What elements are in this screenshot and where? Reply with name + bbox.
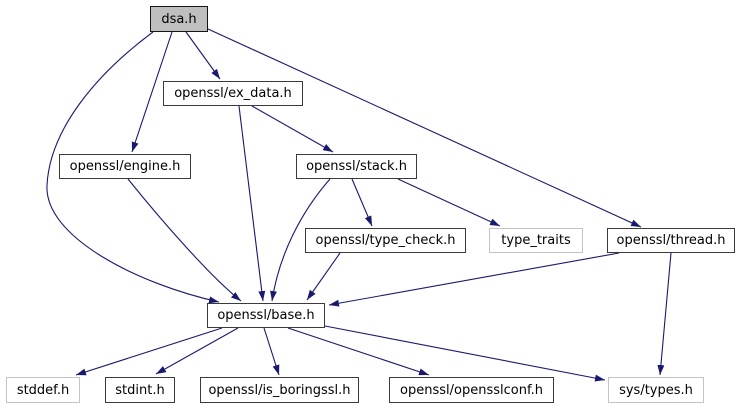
node-label: openssl/engine.h xyxy=(69,159,181,174)
node-openssl-stack-h[interactable]: openssl/stack.h xyxy=(296,154,417,179)
node-label: openssl/ex_data.h xyxy=(174,86,292,101)
edge-base-to-stddef xyxy=(75,327,223,376)
edge-thread-to-base xyxy=(328,252,620,307)
node-type-traits: type_traits xyxy=(489,228,583,253)
edge-base-to-opensslconf xyxy=(287,327,430,376)
node-label: sys/types.h xyxy=(619,382,693,398)
node-label: type_traits xyxy=(501,233,571,248)
node-label: openssl/thread.h xyxy=(616,233,726,248)
edge-ex-data-to-stack xyxy=(251,105,334,153)
node-openssl-opensslconf-h[interactable]: openssl/opensslconf.h xyxy=(389,377,554,403)
node-label: openssl/is_boringssl.h xyxy=(208,382,351,398)
node-openssl-base-h[interactable]: openssl/base.h xyxy=(207,303,325,328)
node-stdint-h[interactable]: stdint.h xyxy=(105,377,175,403)
node-label: openssl/stack.h xyxy=(306,159,407,174)
node-label: openssl/opensslconf.h xyxy=(400,382,543,398)
node-openssl-ex-data-h[interactable]: openssl/ex_data.h xyxy=(163,81,303,106)
edge-thread-to-sys-types xyxy=(657,252,672,376)
node-label: openssl/type_check.h xyxy=(315,233,456,248)
node-stddef-h: stddef.h xyxy=(6,377,80,403)
edge-dsa-to-engine xyxy=(131,31,173,153)
edge-dsa-to-ex-data xyxy=(185,31,221,80)
edge-stack-to-type-check xyxy=(351,178,373,227)
edge-base-to-stdint xyxy=(155,327,239,375)
node-label: dsa.h xyxy=(161,11,197,27)
node-label: openssl/base.h xyxy=(217,308,315,323)
node-openssl-is-boringssl-h[interactable]: openssl/is_boringssl.h xyxy=(200,377,359,403)
edge-stack-to-base xyxy=(270,178,331,302)
edge-engine-to-base xyxy=(127,178,242,302)
edge-base-to-is-boringssl xyxy=(263,327,280,376)
edge-ex-data-to-base xyxy=(238,105,266,302)
node-sys-types-h: sys/types.h xyxy=(608,377,704,403)
node-openssl-engine-h[interactable]: openssl/engine.h xyxy=(59,154,191,179)
edge-type-check-to-base xyxy=(306,252,341,301)
node-label: stdint.h xyxy=(115,382,165,398)
edge-stack-to-type-traits xyxy=(397,178,501,227)
node-dsa-h: dsa.h xyxy=(150,6,208,32)
node-label: stddef.h xyxy=(16,382,70,398)
edge-dsa-to-thread xyxy=(207,28,642,228)
node-openssl-thread-h[interactable]: openssl/thread.h xyxy=(607,228,735,253)
node-openssl-type-check-h[interactable]: openssl/type_check.h xyxy=(305,228,466,253)
edge-base-to-sys-types xyxy=(324,325,606,382)
edge-dsa-to-base xyxy=(46,31,220,304)
